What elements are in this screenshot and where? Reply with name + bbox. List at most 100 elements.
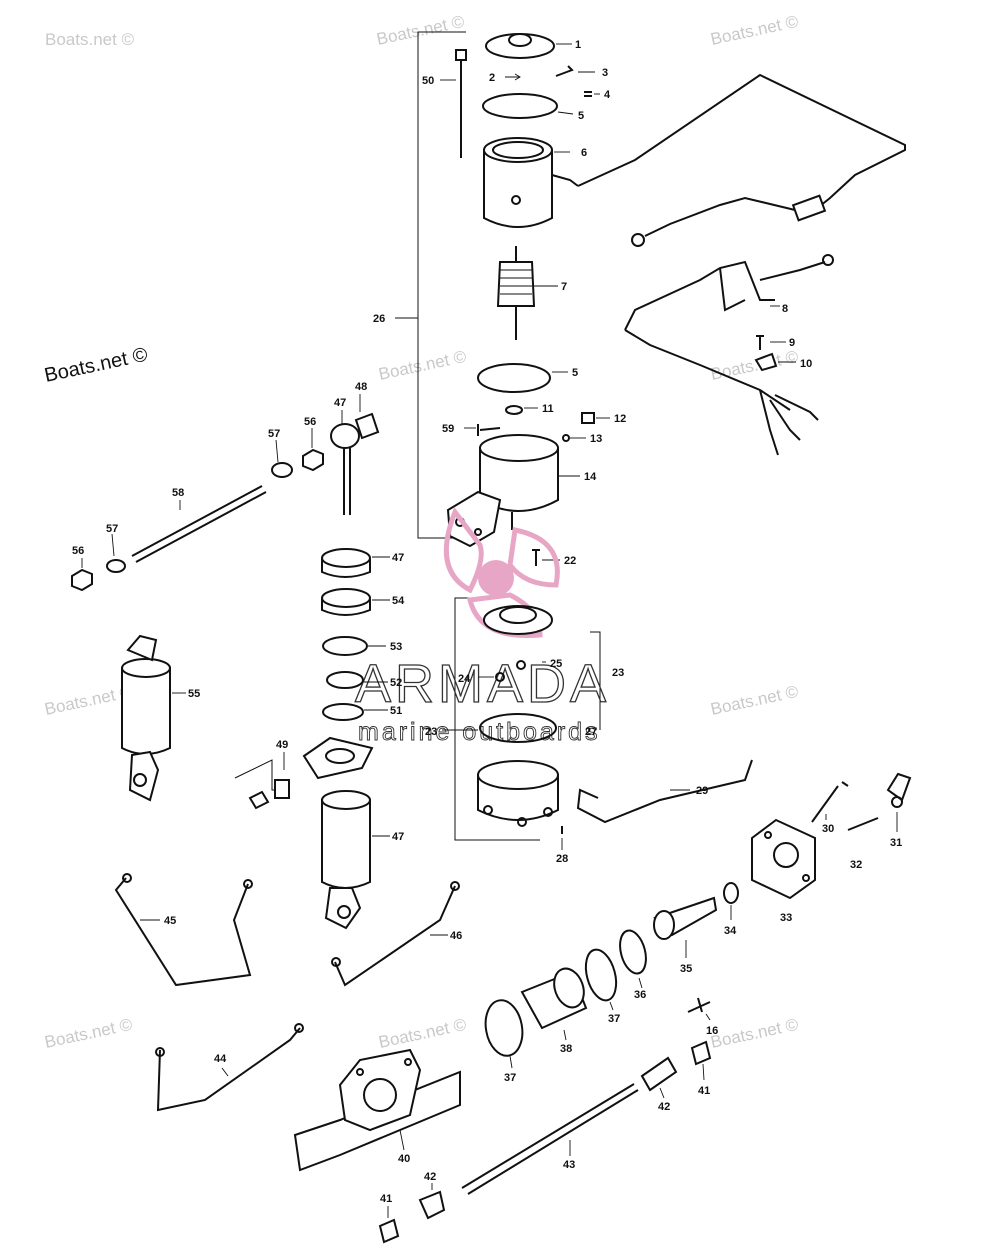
propeller-icon — [443, 506, 560, 639]
label-3: 3 — [602, 67, 608, 79]
piston-part-52 — [326, 671, 364, 689]
label-47: 47 — [392, 831, 404, 843]
label-51: 51 — [390, 705, 402, 717]
watermark: Boats.net © — [709, 682, 801, 719]
washer-part-57 — [106, 559, 126, 573]
washer-part-11 — [505, 405, 523, 415]
label-56: 56 — [304, 416, 316, 428]
cap-part-47 — [321, 548, 390, 578]
label-46: 46 — [450, 930, 462, 942]
label-56: 56 — [72, 545, 84, 557]
watermark: Boats.net © — [377, 347, 469, 384]
tube-part-29 — [576, 759, 753, 824]
screw-part-9 — [756, 335, 764, 350]
pump-body-part-14 — [446, 434, 580, 548]
screw-part-32 — [847, 817, 879, 831]
washer-part-34 — [723, 882, 739, 904]
screw-part-4 — [584, 91, 592, 97]
label-48: 48 — [355, 381, 367, 393]
label-31: 31 — [890, 837, 902, 849]
mount-bracket-part-40 — [293, 1048, 461, 1172]
watermark: Boats.net © — [375, 12, 467, 49]
label-53: 53 — [390, 641, 402, 653]
label-7: 7 — [561, 281, 567, 293]
pivot-arm-part-47 — [330, 410, 360, 515]
label-33: 33 — [780, 912, 792, 924]
o-ring-part-36 — [619, 929, 647, 975]
o-ring-part-37 — [584, 948, 618, 1002]
fitting-part-31 — [886, 772, 912, 832]
label-12: 12 — [614, 413, 626, 425]
armature-part-7 — [496, 246, 558, 340]
assembly-brackets — [395, 31, 601, 841]
manifold-part-33 — [751, 818, 816, 900]
label-35: 35 — [680, 963, 692, 975]
logo-title: ARMADA — [355, 654, 610, 714]
nut-part-41 — [690, 1040, 712, 1066]
o-ring-part-37 — [484, 999, 524, 1057]
label-26: 26 — [373, 313, 385, 325]
o-ring-part-5 — [482, 93, 558, 119]
label-36: 36 — [634, 989, 646, 1001]
nut-part-41 — [378, 1218, 400, 1244]
label-42: 42 — [658, 1101, 670, 1113]
o-ring-part-53 — [322, 636, 368, 656]
bracket-23-right — [590, 631, 601, 730]
label-2: 2 — [489, 72, 495, 84]
ball-part-25 — [516, 660, 526, 670]
label-24: 24 — [458, 673, 471, 685]
label-23: 23 — [425, 726, 437, 738]
label-23: 23 — [612, 667, 624, 679]
screw-part-22 — [532, 549, 540, 566]
watermark: Boats.net © — [43, 682, 135, 719]
pump-base-part-28 — [477, 760, 563, 850]
washer-part-57 — [271, 462, 293, 478]
bolt-part-50 — [440, 49, 467, 158]
piston-part-35 — [653, 896, 718, 958]
label-4: 4 — [604, 89, 611, 101]
label-1: 1 — [575, 39, 581, 51]
label-34: 34 — [724, 925, 737, 937]
label-54: 54 — [392, 595, 405, 607]
label-13: 13 — [590, 433, 602, 445]
label-30: 30 — [822, 823, 834, 835]
ball-part-24 — [495, 672, 505, 682]
rod-part-43 — [461, 1083, 639, 1195]
watermark: Boats.net © — [377, 1015, 469, 1052]
label-43: 43 — [563, 1159, 575, 1171]
watermark: Boats.net © — [43, 1015, 135, 1052]
bracket-23 — [454, 597, 540, 841]
label-55: 55 — [188, 688, 200, 700]
label-52: 52 — [390, 677, 402, 689]
label-41: 41 — [380, 1193, 392, 1205]
o-ring-part-5 — [477, 363, 551, 393]
cap-part-54 — [321, 588, 390, 616]
label-9: 9 — [789, 337, 795, 349]
screw-part-59 — [477, 424, 501, 436]
label-32: 32 — [850, 859, 862, 871]
bushing-part-48 — [354, 412, 380, 440]
watermark: Boats.net © — [709, 12, 801, 49]
label-41: 41 — [698, 1085, 710, 1097]
tube-part-46 — [334, 885, 456, 987]
end-cap-part-1 — [485, 33, 572, 59]
label-50: 50 — [422, 75, 434, 87]
armada-logo: ARMADA marine outboards — [354, 506, 610, 746]
tube-part-44 — [156, 1027, 301, 1112]
label-14: 14 — [584, 471, 597, 483]
motor-housing-part-6 — [483, 137, 579, 228]
label-37: 37 — [608, 1013, 620, 1025]
o-ring-part-51 — [322, 703, 364, 721]
bolt-part-30 — [811, 781, 849, 823]
watermark: Boats.net © — [45, 30, 135, 49]
label-27: 27 — [585, 726, 597, 738]
label-38: 38 — [560, 1043, 572, 1055]
label-25: 25 — [550, 658, 562, 670]
label-57: 57 — [106, 523, 118, 535]
label-59: 59 — [442, 423, 454, 435]
pump-rotor-part-25 — [483, 605, 553, 663]
label-58: 58 — [172, 487, 184, 499]
label-16: 16 — [706, 1025, 718, 1037]
label-22: 22 — [564, 555, 576, 567]
